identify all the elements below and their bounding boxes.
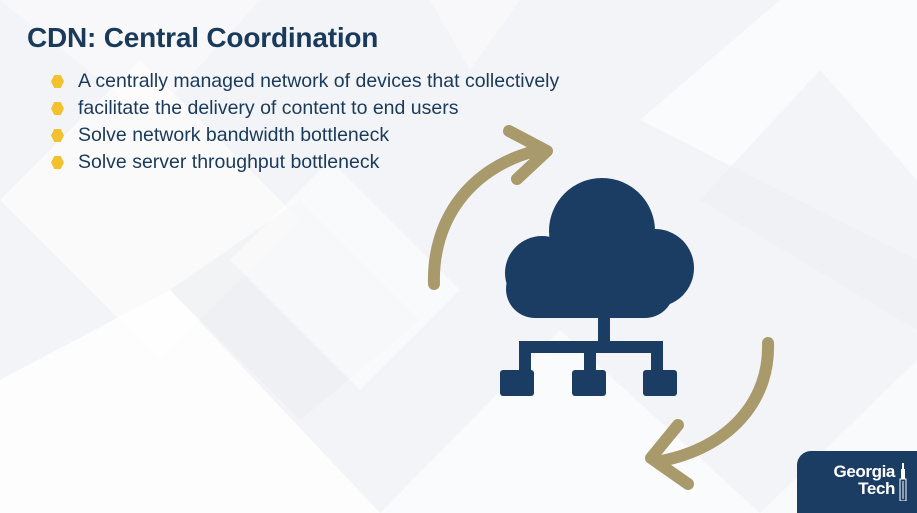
logo-line-1: Georgia: [833, 462, 896, 481]
bullet-text: facilitate the delivery of content to en…: [78, 97, 459, 119]
curved-arrow-icon: [427, 125, 553, 290]
cloud-network-icon: [500, 178, 694, 396]
bullet-item: A centrally managed network of devices t…: [50, 68, 559, 95]
bullet-item: Solve server throughput bottleneck: [50, 149, 559, 176]
georgia-tech-logo: Georgia Tech: [797, 451, 917, 513]
bullet-item: facilitate the delivery of content to en…: [50, 95, 559, 122]
hexagon-bullet-icon: [51, 102, 64, 115]
hexagon-bullet-icon: [51, 156, 64, 169]
hexagon-bullet-icon: [51, 129, 64, 142]
curved-arrow-icon: [645, 337, 775, 490]
bullet-text: A centrally managed network of devices t…: [78, 70, 560, 92]
logo-line-2: Tech: [858, 479, 895, 498]
bullet-item: Solve network bandwidth bottleneck: [50, 122, 559, 149]
bullet-text: Solve server throughput bottleneck: [78, 151, 380, 173]
bullet-list: A centrally managed network of devices t…: [50, 68, 559, 176]
slide-title: CDN: Central Coordination: [27, 22, 379, 53]
logo-text: Georgia Tech: [813, 462, 896, 498]
tech-tower-icon: [899, 463, 907, 501]
hexagon-bullet-icon: [51, 75, 64, 88]
bullet-text: Solve network bandwidth bottleneck: [78, 124, 390, 146]
